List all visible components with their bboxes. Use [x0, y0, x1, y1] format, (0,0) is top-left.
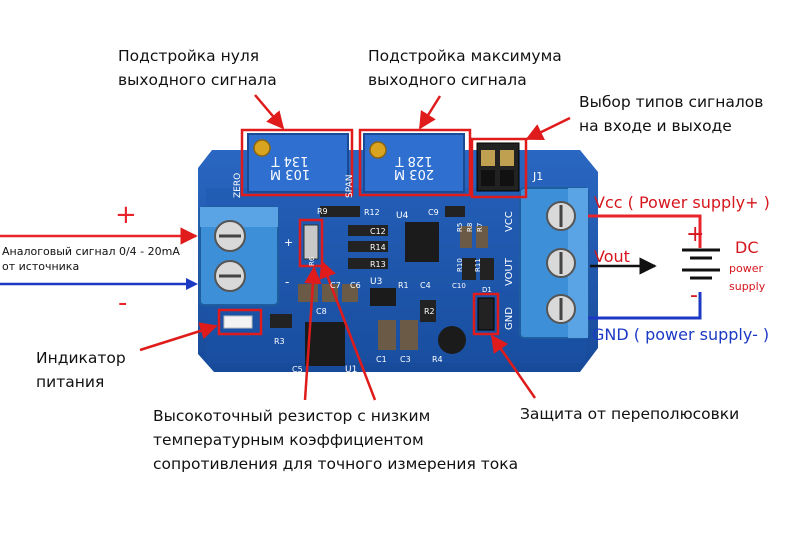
part-c7: C7 — [330, 281, 341, 290]
part-r11: R11 — [474, 258, 482, 272]
battery-plus: + — [686, 222, 705, 247]
output-terminal — [519, 187, 589, 339]
part-c3: C3 — [400, 355, 411, 364]
input-terminal — [199, 206, 279, 306]
part-c5: C5 — [292, 365, 303, 374]
highlight-boxes — [217, 128, 528, 336]
board-plus: + — [284, 236, 293, 249]
pot-right-line1: 128 T — [396, 153, 433, 168]
zero-label: ZERO — [233, 173, 243, 198]
label-analog-input: Аналоговый сигнал 0/4 - 20mA от источник… — [2, 245, 180, 273]
part-c1: C1 — [376, 355, 387, 364]
part-r7: R7 — [476, 223, 484, 232]
u3-label: U3 — [370, 277, 382, 287]
transistor — [438, 326, 466, 354]
label-signal-select: Выбор типов сигналов на входе и выходе — [579, 93, 764, 135]
input-minus-arrowhead — [186, 278, 198, 290]
silk-vcc: VCC — [504, 211, 515, 232]
label-precision-resistor: Высокоточный резистор с низким температу… — [153, 407, 519, 473]
part-r4: R4 — [432, 355, 443, 364]
pot-left-line2: 103 M — [270, 166, 310, 181]
part-c6: C6 — [350, 281, 361, 290]
j1-label: J1 — [532, 170, 543, 183]
battery-icon — [682, 248, 720, 280]
dc-label: DC — [735, 238, 759, 257]
input-minus-sign: - — [118, 288, 128, 318]
label-power-indicator: Индикатор питания — [36, 349, 126, 391]
part-r8: R8 — [466, 223, 474, 232]
span-potentiometer — [363, 133, 465, 193]
part-r9: R9 — [317, 207, 328, 216]
gnd-wire — [588, 292, 702, 320]
part-c8: C8 — [316, 307, 327, 316]
pot-left-line1: 134 T — [272, 153, 309, 168]
diode-d1 — [477, 297, 495, 331]
silk-vout: VOUT — [504, 257, 515, 286]
part-r12: R12 — [364, 208, 380, 217]
part-c9: C9 — [428, 208, 439, 217]
zero-potentiometer — [247, 133, 349, 193]
part-r10: R10 — [456, 258, 464, 272]
dc-sub-supply: supply — [729, 280, 766, 293]
u4-label: U4 — [396, 211, 409, 221]
part-r3: R3 — [274, 337, 285, 346]
input-plus-sign: + — [115, 200, 137, 230]
jumper-header — [476, 142, 520, 192]
precision-resistor — [303, 224, 319, 260]
board-minus: - — [285, 275, 289, 289]
part-r2: R2 — [424, 307, 435, 316]
dc-sub-power: power — [729, 262, 763, 275]
chip-u1 — [305, 322, 345, 366]
silk-gnd: GND — [504, 307, 515, 330]
chip-u3 — [370, 288, 396, 306]
part-r5: R5 — [456, 223, 464, 232]
span-label: SPAN — [345, 175, 355, 198]
label-zero-adjust: Подстройка нуля выходного сигнала — [118, 47, 277, 89]
annotation-arrows — [139, 94, 571, 401]
label-max-adjust: Подстройка максимума выходного сигнала — [368, 47, 562, 89]
gnd-label: GND ( power supply- ) — [592, 325, 770, 344]
vcc-wire — [588, 214, 702, 248]
part-r14: R14 — [370, 243, 386, 252]
vout-label: Vout — [594, 247, 630, 266]
part-c12: C12 — [370, 227, 386, 236]
part-c4: C4 — [420, 281, 431, 290]
power-led — [223, 315, 253, 329]
label-reverse-protection: Защита от переполюсовки — [520, 405, 740, 423]
part-r13: R13 — [370, 260, 386, 269]
part-d1: D1 — [482, 286, 492, 294]
vcc-label: Vcc ( Power supply+ ) — [594, 193, 770, 212]
part-r1: R1 — [398, 281, 409, 290]
pot-right-line2: 203 M — [394, 166, 434, 181]
part-r6: R6 — [308, 256, 316, 266]
battery-minus: - — [690, 283, 698, 308]
part-c10: C10 — [452, 282, 466, 290]
chip-u4 — [405, 222, 439, 262]
u1-label: U1 — [345, 365, 357, 375]
